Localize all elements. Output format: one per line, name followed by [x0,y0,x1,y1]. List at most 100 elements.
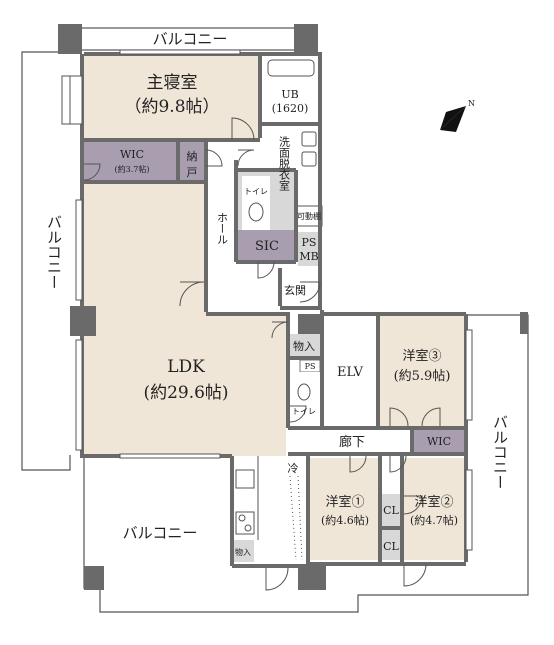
toilet1-label: トイレ [244,187,268,196]
ps-mb-label-1: PS [302,236,317,249]
youshitsu2-size: (約4.7帖) [410,513,458,527]
wall-ub [262,52,322,306]
column-bottom-left [84,566,104,590]
hall-label: ホール [216,212,229,245]
door-nando [205,149,223,167]
sink-2 [301,151,317,167]
kitchen-sink [235,469,255,489]
window-top [119,49,241,55]
ub-floor [262,54,320,124]
wic-small-floor [414,428,464,452]
elv-floor [324,316,376,426]
door-wic-master [83,163,101,181]
monoire1-floor [288,334,320,356]
fridge-label: 冷 [288,462,299,475]
ub-label: UB [281,88,298,101]
fixtures [235,59,317,561]
master-bedroom-floor [84,54,260,138]
genkan-label: 玄関 [284,283,306,297]
door-toilet2 [289,405,307,423]
toilet2-bowl [297,383,311,401]
door-y1 [349,455,367,473]
balcony-left-area [21,51,71,471]
door-monoire1 [271,321,289,339]
balcony-right-area [468,314,529,596]
ub-size: (1620) [272,102,309,115]
windows [61,49,473,551]
door-y2 [389,455,407,473]
rouka-label: 廊下 [339,434,365,450]
monoire2-label: 物入 [235,547,251,557]
column-bottom-mid [298,566,326,590]
master-bedroom-size: （約9.8帖） [124,97,219,117]
ldk-label: LDK [167,357,205,377]
senmen-label: 洗面脱衣室 [278,136,291,191]
wic-master-label: WIC [120,148,144,161]
door-cl [403,495,423,515]
ldk-floor [84,184,286,456]
ps-mb-label-2: MB [299,250,318,263]
sic-floor [238,230,296,260]
nando-floor [180,142,204,180]
youshitsu3-size: (約5.9帖) [394,369,451,384]
master-bedroom-label: 主寝室 [147,72,198,93]
door-y3b [421,407,441,427]
toilet2-label: トイレ [292,407,316,416]
cl1-floor [382,494,400,526]
cl1-label: CL [383,504,399,517]
toilet1-bowl [248,202,264,222]
rouka-floor [288,428,412,452]
column-top-left [58,24,82,54]
door-bottom-2 [403,563,427,587]
window-ldk-left-top [75,199,83,301]
ldk-size: (約29.6帖) [143,383,228,403]
doors [83,117,441,591]
wic-small-label: WIC [427,435,451,448]
window-master-left [61,75,83,125]
window-y2-right [465,469,473,551]
columns [58,24,528,590]
compass-north-label: N [468,99,475,108]
compass-icon: N [440,99,475,132]
door-senmen [237,149,255,167]
window-y3-right [465,329,473,421]
bathtub [267,59,315,77]
window-ldk-left-bot [75,339,83,451]
cl2-label: CL [383,540,399,553]
washer-label: 可動棚 [297,211,321,221]
door-master [231,117,255,141]
balcony-right-label: バルコニー [491,415,509,490]
sink-1 [301,131,317,147]
cl2-floor [382,530,400,560]
door-ldk [179,281,205,307]
column-right-top [520,312,528,334]
door-sic [257,261,275,279]
youshitsu3-label: 洋室③ [402,348,441,364]
door-genkan [299,281,321,303]
balcony-left-label: バルコニー [45,215,63,290]
monoire1-label: 物入 [293,339,315,353]
wic-master-floor [84,142,176,180]
balcony-bottom-label: バルコニー [123,524,198,542]
column-top-right [294,24,318,54]
youshitsu3-floor [380,316,464,426]
door-bottom-1 [265,567,289,591]
nando-label-2: 戸 [187,166,198,179]
psmb-floor [298,232,320,266]
column-center [298,314,320,334]
sic-label: SIC [255,239,279,254]
youshitsu2-floor [402,458,464,560]
youshitsu1-size: (約4.6帖) [321,513,369,527]
balcony-top-label: バルコニー [153,30,228,48]
youshitsu2-label: 洋室② [414,494,453,510]
youshitsu1-label: 洋室① [325,494,364,510]
stove [235,511,255,535]
toilet2-floor [288,372,324,426]
room-floors [84,54,464,566]
wic-master-size: (約3.7帖) [115,164,150,174]
ps-small-label: PS [305,362,316,371]
room-labels: バルコニー バルコニー バルコニー バルコニー 主寝室 （約9.8帖） UB (… [45,30,509,557]
elv-label: ELV [337,365,364,380]
window-bottom [119,453,221,459]
